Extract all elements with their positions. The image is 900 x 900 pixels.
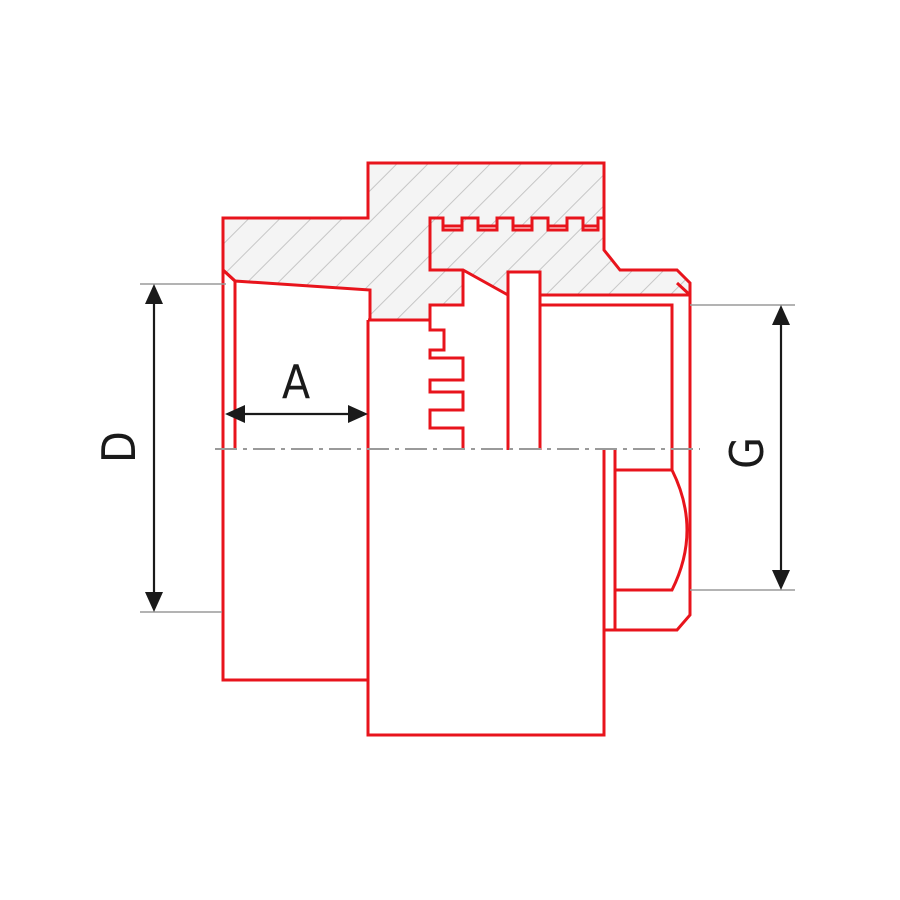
dimension-g-label: G [720, 437, 774, 469]
thread-chamfer [675, 281, 692, 297]
dimension-g-arrow-top [772, 305, 790, 325]
threaded-end-outline [540, 293, 692, 632]
socket-body-outline [221, 218, 368, 682]
dimension-a-arrow-left [225, 405, 245, 423]
central-body-outline [366, 320, 606, 737]
nut-upper-wall [428, 216, 692, 298]
dimension-g: G [720, 305, 790, 590]
inner-tooth-profile [428, 305, 465, 450]
dimension-d-label: D [92, 431, 146, 463]
dimension-a: A [225, 355, 368, 423]
extension-lines [140, 283, 795, 613]
dimension-d: D [92, 284, 163, 612]
dimension-a-label: A [282, 355, 310, 409]
dimension-d-arrow-bottom [145, 592, 163, 612]
fitting-outline [221, 218, 692, 737]
socket-bore-taper [221, 268, 237, 283]
dimension-g-arrow-bottom [772, 570, 790, 590]
threaded-end-upper [540, 303, 674, 450]
dimension-a-arrow-right [348, 405, 368, 423]
hex-nut-face [613, 450, 689, 630]
dimension-d-arrow-top [145, 284, 163, 304]
insert-bar [506, 270, 542, 450]
